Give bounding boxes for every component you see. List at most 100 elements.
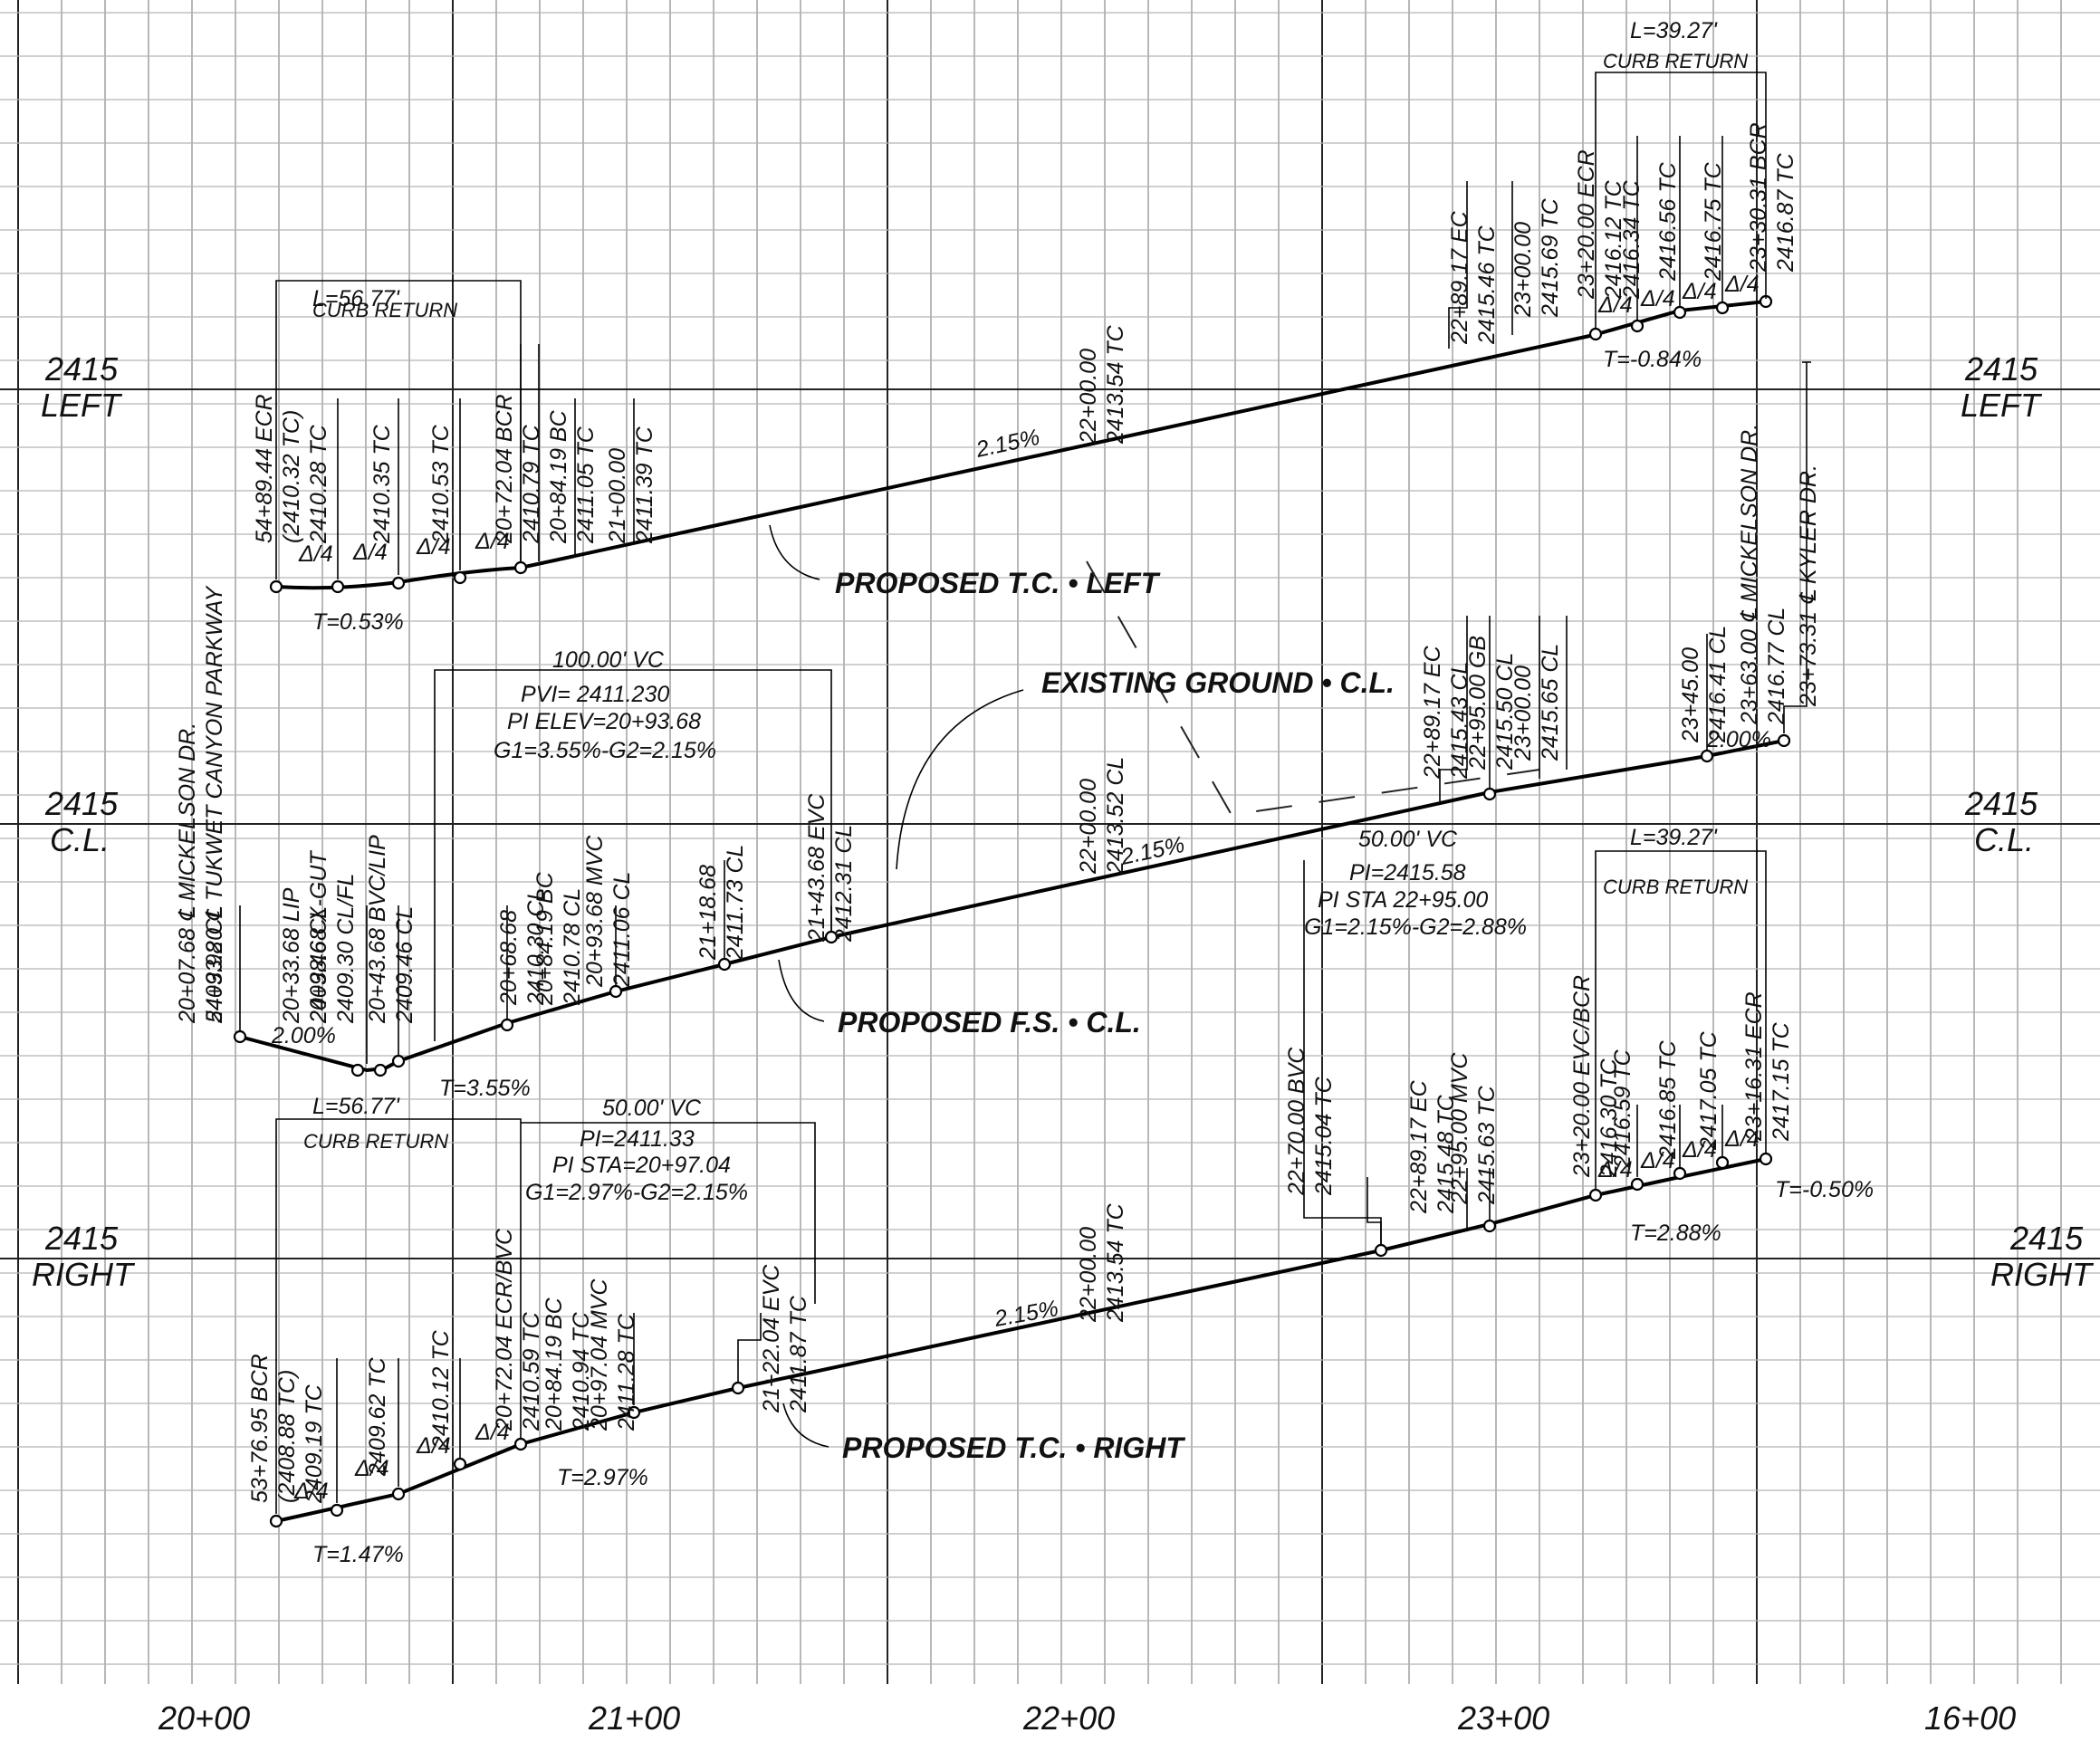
station-annotation: 22+00.00 [1076, 349, 1101, 445]
delta-mark: Δ/4 [1597, 1157, 1633, 1182]
station-annotation: 2409.46 CL [306, 906, 331, 1024]
curb-return-label: CURB RETURN [1603, 50, 1748, 72]
station-annotation: 2409.19 TC [302, 1383, 327, 1504]
station-annotation: 23+20.00 EVC/BCR [1569, 975, 1595, 1178]
elev-cl-name-right: C.L. [1974, 821, 2034, 858]
station-annotation: 2409.98 CL [202, 906, 227, 1024]
delta-mark: Δ/4 [1597, 292, 1633, 318]
station-annotation: 20+84.19 BC [532, 871, 558, 1006]
elev-cl-value: 2415 [44, 785, 119, 822]
station-annotation: 2411.73 CL [723, 845, 748, 961]
station-annotation: 20+97.04 MVC [587, 1278, 612, 1431]
elev-right-value: 2415 [44, 1220, 119, 1257]
station-annotation: 2416.41 CL [1705, 626, 1731, 743]
station-annotation: 20+33.68 LIP [279, 887, 304, 1024]
delta-mark: Δ/4 [1682, 1137, 1717, 1163]
delta-mark: Δ/4 [293, 1479, 329, 1504]
callout-tc-right: PROPOSED T.C. • RIGHT [842, 1431, 1185, 1464]
station-annotation: 2415.63 TC [1474, 1085, 1500, 1205]
station-annotation: 22+00.00 [1076, 779, 1101, 875]
station-annotation: 20+38.68 X-GUT [306, 850, 331, 1024]
station-annotation: 2415.48 TC [1434, 1094, 1459, 1214]
delta-mark: Δ/4 [416, 534, 451, 560]
elev-left-value: 2415 [44, 350, 119, 388]
existing-ground-line [1086, 560, 1540, 817]
station-annotation: 2409.62 TC [365, 1356, 390, 1477]
grade-cl-end: 2.00% [1706, 727, 1771, 752]
station-annotation: 22+89.17 EC [1447, 210, 1472, 345]
station-annotation: 20+72.04 ECR/BVC [492, 1228, 517, 1431]
station-annotation: 23+16.31 ECR [1741, 991, 1767, 1142]
station-annotation: 2415.43 CL [1447, 662, 1472, 780]
station-annotation: 21+22.04 EVC [759, 1264, 784, 1413]
station-annotation: 22+95.00 MVC [1447, 1052, 1472, 1205]
station-annotation: 2416.77 CL [1764, 608, 1789, 725]
station-annotation: 23+45.00 [1678, 647, 1703, 743]
station-annotation: 2410.79 TC [519, 424, 544, 544]
vc-right1-length: 50.00' VC [602, 1096, 702, 1121]
elev-right-name-right: RIGHT [1990, 1256, 2095, 1293]
tangent-right-end1: T=2.88% [1630, 1221, 1721, 1246]
tangent-left-start: T=0.53% [312, 609, 404, 635]
station-label: 16+00 [1924, 1699, 2016, 1737]
callout-leader-right [782, 1403, 829, 1448]
station-annotation: 2410.35 TC [369, 424, 395, 544]
station-annotation: 23+00.00 [1510, 222, 1536, 318]
station-annotation: 22+95.00 GB [1465, 636, 1491, 771]
elev-right-name: RIGHT [32, 1256, 136, 1293]
delta-mark: Δ/4 [354, 1456, 389, 1481]
vc-right2-line: PI=2415.58 [1349, 860, 1466, 886]
curb-return-label: CURB RETURN [312, 299, 457, 321]
station-annotation: 54+89.44 ECR [252, 394, 277, 543]
station-annotation: 21+43.68 EVC [804, 793, 829, 943]
station-annotation: 20+07.68 ℄ MICKELSON DR. [175, 723, 200, 1024]
station-annotation: (2410.32 TC) [279, 410, 304, 543]
grade-right-main: 2.15% [992, 1296, 1060, 1332]
station-annotation: 2410.94 TC [569, 1311, 594, 1431]
curb-return-length: L=56.77' [312, 1094, 400, 1119]
curb-return-length: L=56.77' [312, 286, 400, 311]
station-annotation: 22+70.00 BVC [1284, 1047, 1309, 1196]
nodes-cl [233, 733, 1791, 1077]
station-annotation: 2415.50 CL [1492, 653, 1518, 771]
vc-right1-line: PI=2411.33 [580, 1126, 695, 1152]
station-annotation: 20+84.19 BC [546, 409, 571, 544]
station-annotation: 2416.34 TC [1619, 179, 1645, 300]
station-annotation: 2416.75 TC [1701, 161, 1726, 282]
station-label: 20+00 [158, 1699, 250, 1737]
vc-cl-length: 100.00' VC [552, 647, 665, 673]
station-annotation: 2416.59 TC [1610, 1048, 1635, 1169]
vc-cl-line: PVI= 2411.230 [521, 682, 669, 707]
vc-right1-line: G1=2.97%-G2=2.15% [525, 1180, 748, 1205]
station-annotation: 2416.87 TC [1773, 152, 1798, 273]
tangent-right-mid: T=2.97% [557, 1465, 648, 1490]
nodes-right [269, 1152, 1773, 1528]
delta-mark: Δ/4 [1640, 286, 1675, 311]
station-annotation: 20+93.68 MVC [582, 835, 608, 988]
station-annotation: 2413.54 TC [1103, 1202, 1128, 1323]
station-annotation: 22+89.17 EC [1420, 645, 1445, 780]
station-annotation: 2410.78 CL [560, 888, 585, 1006]
grade-cl-start: 2.00% [271, 1023, 336, 1048]
station-annotation: 2415.46 TC [1474, 225, 1500, 345]
vc-cl-line: G1=3.55%-G2=2.15% [494, 738, 716, 763]
curb-return-length: L=39.27' [1630, 825, 1718, 850]
delta-mark: Δ/4 [475, 1420, 510, 1445]
elev-right-value-right: 2415 [2009, 1220, 2084, 1257]
elev-cl-name: C.L. [50, 821, 110, 858]
elev-cl-value-right: 2415 [1964, 785, 2038, 822]
tangent-cl-start: T=3.55% [439, 1076, 531, 1101]
delta-mark: Δ/4 [475, 529, 510, 554]
station-annotation: 2409.30 CL/FL [333, 874, 359, 1024]
callout-existing: EXISTING GROUND • C.L. [1041, 666, 1395, 699]
vc-right1-line: PI STA=20+97.04 [552, 1153, 731, 1178]
station-annotation: 2413.54 TC [1103, 324, 1128, 445]
delta-mark: Δ/4 [1724, 272, 1760, 297]
station-annotation: 22+89.17 EC [1406, 1079, 1432, 1214]
station-label: 21+00 [588, 1699, 680, 1737]
station-annotation: 2410.12 TC [428, 1329, 454, 1450]
curb-return-label: CURB RETURN [1603, 876, 1748, 898]
leaders-right [275, 850, 1767, 1514]
